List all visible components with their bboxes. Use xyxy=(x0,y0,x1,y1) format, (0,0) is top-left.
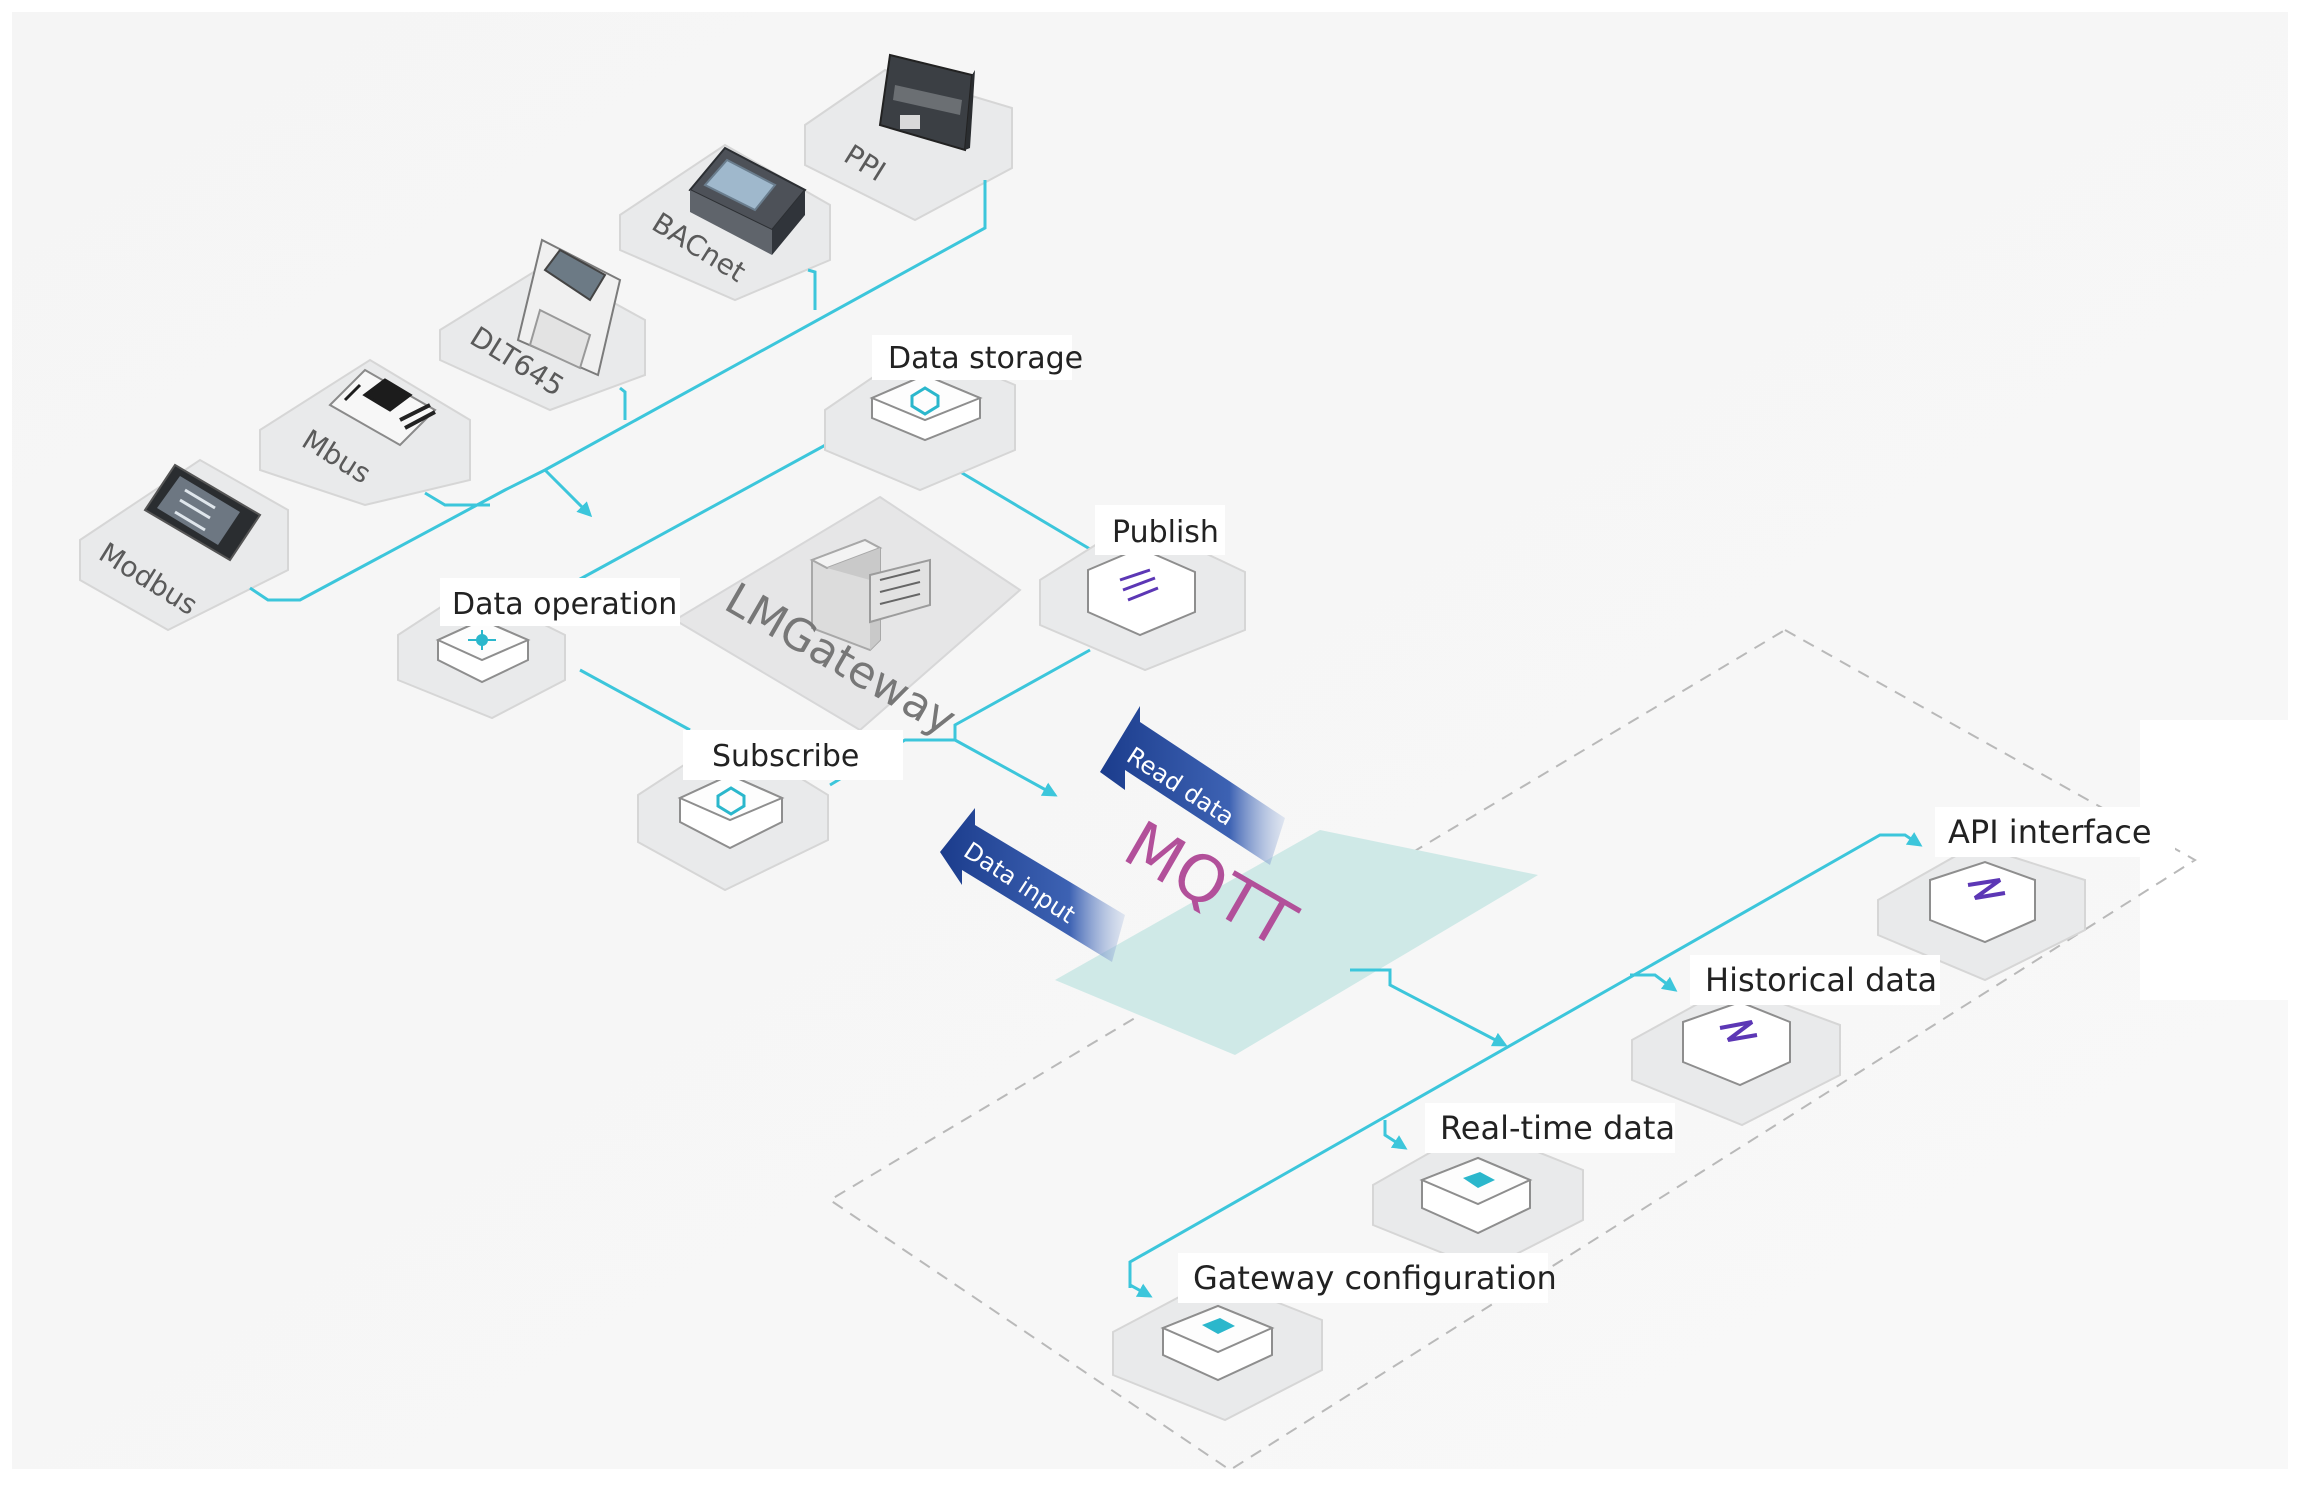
gateway-device-icon xyxy=(809,538,931,652)
mqtt-to-services xyxy=(1350,968,1508,1047)
ppi-plc-icon xyxy=(878,53,975,152)
modbus-meter-icon xyxy=(143,463,262,562)
bacnet-controller-icon xyxy=(688,146,807,255)
dlt645-meter-icon xyxy=(516,238,622,377)
bus-branch-mbus xyxy=(424,491,490,507)
service-label: Gateway configuration xyxy=(1193,1259,1557,1297)
protocol-tile-modbus: Modbus xyxy=(79,458,289,632)
bus-branch-dlt645 xyxy=(619,386,627,420)
bus-branch-bacnet xyxy=(807,268,817,310)
historical-icon xyxy=(1719,1020,1758,1042)
operation-icon xyxy=(468,630,496,650)
branch-realtime xyxy=(1383,1120,1408,1150)
configuration-icon xyxy=(1202,1318,1235,1334)
service-label-bg xyxy=(1690,955,1940,1005)
branch-historical xyxy=(1630,973,1678,992)
protocol-tile-mbus: Mbus xyxy=(259,358,471,507)
bus-to-gateway xyxy=(543,468,593,518)
module-label: Subscribe xyxy=(712,739,859,774)
line-to-mqtt-arrow xyxy=(954,738,1058,797)
service-label-bg xyxy=(1425,1103,1675,1153)
module-label: Publish xyxy=(1112,515,1219,550)
service-label: Real-time data xyxy=(1440,1109,1675,1147)
service-api-interface: API interface xyxy=(1877,807,2175,982)
service-label-bg xyxy=(1178,1253,1548,1303)
service-gateway-configuration: Gateway configuration xyxy=(1112,1253,1557,1422)
protocol-bus xyxy=(249,180,987,602)
module-publish: Publish xyxy=(1039,505,1246,672)
module-data-operation: Data operation xyxy=(397,578,680,720)
line-data-operation-storage xyxy=(559,428,854,592)
service-bus xyxy=(1128,832,1923,1298)
service-label: Historical data xyxy=(1705,961,1937,999)
module-label: Data operation xyxy=(452,587,677,622)
subscribe-icon xyxy=(716,786,746,816)
bus-line xyxy=(249,180,987,602)
module-label-bg xyxy=(440,578,680,626)
line-storage-publish xyxy=(956,468,1101,557)
service-historical-data: Historical data xyxy=(1631,955,1940,1127)
mqtt-plane xyxy=(1055,830,1538,1055)
api-icon xyxy=(1967,878,2006,900)
line-operation-subscribe xyxy=(579,668,691,732)
protocol-tile-ppi: PPI xyxy=(804,53,1013,222)
service-label: API interface xyxy=(1948,813,2152,851)
mbus-device-icon xyxy=(328,368,437,447)
module-label-bg xyxy=(1095,505,1225,555)
storage-icon xyxy=(910,386,940,416)
service-realtime-data: Real-time data xyxy=(1372,1103,1675,1272)
module-data-storage: Data storage xyxy=(824,335,1083,492)
branch-gateway-config xyxy=(1128,1262,1153,1298)
service-label-bg xyxy=(1935,807,2175,857)
module-label-bg xyxy=(872,335,1072,380)
module-label: Data storage xyxy=(888,341,1083,376)
publish-icon xyxy=(1119,568,1159,602)
module-label-bg xyxy=(683,730,903,780)
realtime-icon xyxy=(1463,1172,1495,1188)
right-white-panel xyxy=(2140,720,2300,1000)
protocol-tile-dlt645: DLT645 xyxy=(439,238,646,412)
module-subscribe: Subscribe xyxy=(637,730,903,892)
